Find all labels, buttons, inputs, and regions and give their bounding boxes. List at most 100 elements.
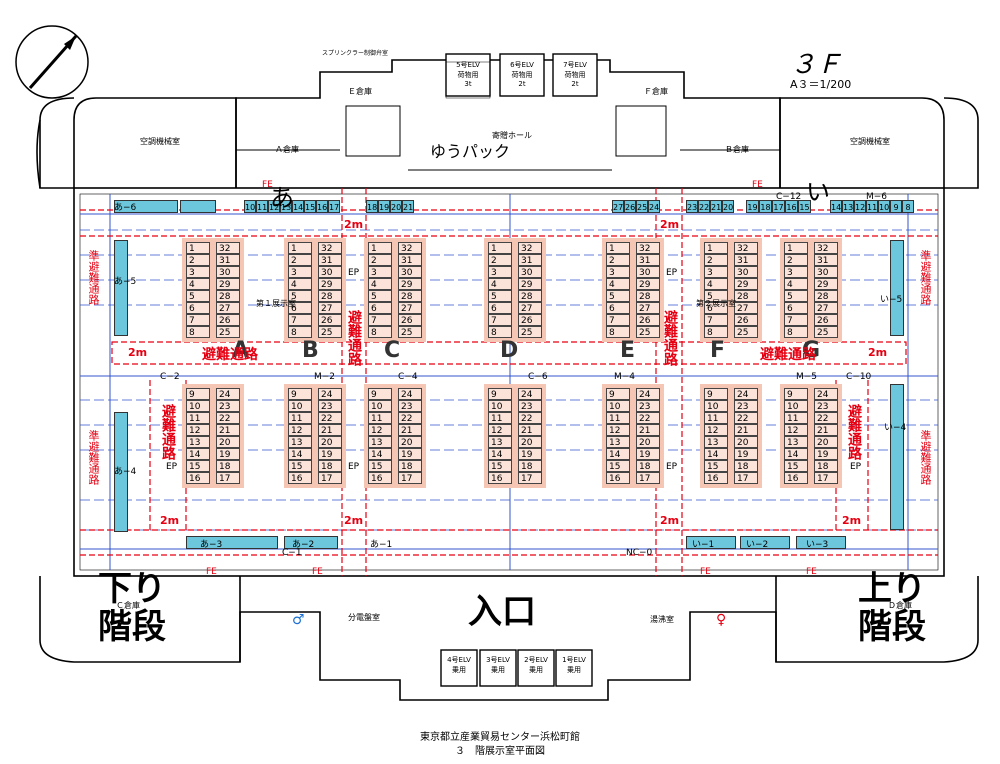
booth-cell[interactable]: 29 [398, 278, 422, 290]
booth-cell[interactable]: 14 [288, 448, 312, 460]
booth-cell[interactable]: 22 [318, 412, 342, 424]
booth-cell[interactable]: 15 [606, 460, 630, 472]
booth-cell[interactable]: 19 [636, 448, 660, 460]
booth-cell[interactable]: 5 [784, 290, 808, 302]
booth-cell[interactable]: 28 [398, 290, 422, 302]
booth-cell[interactable]: 31 [216, 254, 240, 266]
booth-cell[interactable]: 14 [704, 448, 728, 460]
booth-cell[interactable]: 15 [704, 460, 728, 472]
booth-cell[interactable]: 1 [784, 242, 808, 254]
booth-cell[interactable]: 8 [488, 326, 512, 338]
booth-cell[interactable]: 26 [814, 314, 838, 326]
booth-cell[interactable]: 27 [318, 302, 342, 314]
booth-cell[interactable]: 25 [636, 326, 660, 338]
wall-booth-i2[interactable] [740, 536, 790, 549]
booth-cell[interactable]: 6 [288, 302, 312, 314]
booth-cell[interactable]: 24 [318, 388, 342, 400]
wall-booth-top-left[interactable]: 18 [366, 200, 378, 213]
wall-booth-top-right[interactable]: 10 [878, 200, 890, 213]
booth-cell[interactable]: 16 [606, 472, 630, 484]
wall-booth-top-left[interactable]: 14 [292, 200, 304, 213]
booth-cell[interactable]: 16 [784, 472, 808, 484]
booth-cell[interactable]: 14 [368, 448, 392, 460]
booth-cell[interactable]: 17 [216, 472, 240, 484]
booth-cell[interactable]: 10 [784, 400, 808, 412]
booth-cell[interactable]: 4 [488, 278, 512, 290]
booth-cell[interactable]: 18 [318, 460, 342, 472]
booth-cell[interactable]: 31 [636, 254, 660, 266]
booth-cell[interactable]: 2 [704, 254, 728, 266]
booth-cell[interactable]: 11 [606, 412, 630, 424]
booth-cell[interactable]: 17 [318, 472, 342, 484]
booth-cell[interactable]: 31 [318, 254, 342, 266]
booth-cell[interactable]: 3 [488, 266, 512, 278]
booth-cell[interactable]: 5 [368, 290, 392, 302]
booth-cell[interactable]: 19 [398, 448, 422, 460]
booth-cell[interactable]: 31 [518, 254, 542, 266]
booth-cell[interactable]: 11 [784, 412, 808, 424]
booth-cell[interactable]: 5 [488, 290, 512, 302]
booth-cell[interactable]: 17 [734, 472, 758, 484]
booth-cell[interactable]: 12 [288, 424, 312, 436]
booth-cell[interactable]: 1 [186, 242, 210, 254]
booth-cell[interactable]: 10 [368, 400, 392, 412]
booth-cell[interactable]: 28 [216, 290, 240, 302]
booth-cell[interactable]: 10 [704, 400, 728, 412]
wall-booth-top-right[interactable]: 17 [772, 200, 785, 213]
booth-cell[interactable]: 21 [734, 424, 758, 436]
booth-cell[interactable]: 11 [704, 412, 728, 424]
wall-booth-top-right[interactable]: 26 [624, 200, 636, 213]
booth-cell[interactable]: 12 [368, 424, 392, 436]
booth-cell[interactable]: 6 [606, 302, 630, 314]
booth-cell[interactable]: 18 [636, 460, 660, 472]
booth-cell[interactable]: 6 [704, 302, 728, 314]
booth-cell[interactable]: 32 [398, 242, 422, 254]
wall-booth-top-left[interactable]: 15 [304, 200, 316, 213]
wall-booth-top-right[interactable]: 20 [722, 200, 734, 213]
booth-cell[interactable]: 17 [398, 472, 422, 484]
booth-cell[interactable]: 29 [636, 278, 660, 290]
wall-booth-top-left[interactable]: 20 [390, 200, 402, 213]
booth-cell[interactable]: 26 [518, 314, 542, 326]
booth-cell[interactable]: 6 [186, 302, 210, 314]
wall-booth-top-right[interactable]: 13 [842, 200, 854, 213]
wall-booth-a4[interactable] [114, 412, 128, 532]
booth-cell[interactable]: 22 [216, 412, 240, 424]
wall-booth-top-right[interactable]: 14 [830, 200, 842, 213]
booth-cell[interactable]: 2 [784, 254, 808, 266]
booth-cell[interactable]: 9 [186, 388, 210, 400]
booth-cell[interactable]: 19 [216, 448, 240, 460]
wall-booth-top-right[interactable]: 19 [746, 200, 759, 213]
wall-booth-top-right[interactable]: 15 [798, 200, 811, 213]
booth-cell[interactable]: 9 [368, 388, 392, 400]
booth-cell[interactable]: 19 [518, 448, 542, 460]
booth-cell[interactable]: 32 [318, 242, 342, 254]
booth-cell[interactable]: 15 [784, 460, 808, 472]
booth-cell[interactable]: 16 [488, 472, 512, 484]
booth-cell[interactable]: 7 [288, 314, 312, 326]
booth-cell[interactable]: 2 [186, 254, 210, 266]
booth-cell[interactable]: 10 [186, 400, 210, 412]
booth-cell[interactable]: 27 [216, 302, 240, 314]
booth-cell[interactable]: 21 [518, 424, 542, 436]
booth-cell[interactable]: 7 [606, 314, 630, 326]
booth-cell[interactable]: 26 [636, 314, 660, 326]
booth-cell[interactable]: 6 [784, 302, 808, 314]
booth-cell[interactable]: 20 [216, 436, 240, 448]
wall-booth-top-right[interactable]: 23 [686, 200, 698, 213]
booth-cell[interactable]: 25 [318, 326, 342, 338]
booth-cell[interactable]: 15 [488, 460, 512, 472]
wall-booth-top-right[interactable]: 21 [710, 200, 722, 213]
booth-cell[interactable]: 4 [288, 278, 312, 290]
wall-booth-top-left[interactable]: 11 [256, 200, 268, 213]
wall-booth-top-right[interactable]: 8 [902, 200, 914, 213]
booth-cell[interactable]: 18 [398, 460, 422, 472]
booth-cell[interactable]: 31 [398, 254, 422, 266]
wall-booth-a5[interactable] [114, 240, 128, 336]
booth-cell[interactable]: 29 [318, 278, 342, 290]
booth-cell[interactable]: 22 [814, 412, 838, 424]
booth-cell[interactable]: 12 [488, 424, 512, 436]
booth-cell[interactable]: 28 [518, 290, 542, 302]
booth-cell[interactable]: 24 [636, 388, 660, 400]
wall-booth-top-left[interactable]: 10 [244, 200, 256, 213]
